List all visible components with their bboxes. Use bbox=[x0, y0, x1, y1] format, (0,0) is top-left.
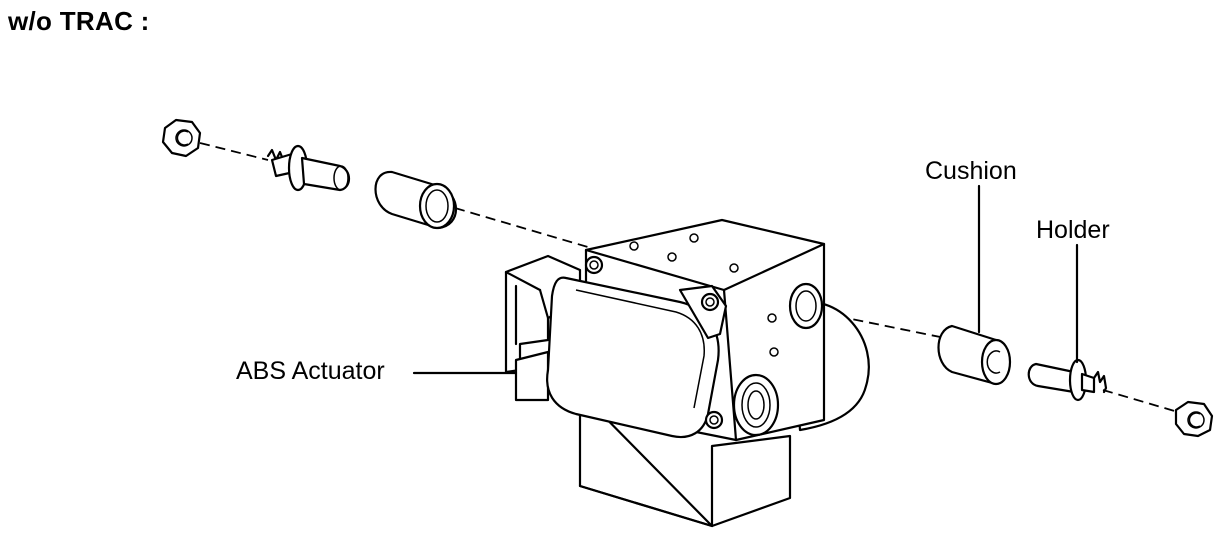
abs-actuator-label: ABS Actuator bbox=[236, 357, 385, 385]
diagram-title: w/o TRAC : bbox=[8, 6, 150, 36]
right-nut bbox=[1174, 400, 1214, 438]
abs-actuator-body bbox=[504, 218, 870, 528]
left-holder bbox=[266, 144, 351, 192]
holder-label: Holder bbox=[1036, 216, 1110, 244]
left-nut bbox=[161, 118, 202, 158]
right-cushion bbox=[937, 324, 1012, 386]
left-cushion bbox=[374, 170, 458, 230]
cushion-label: Cushion bbox=[925, 157, 1017, 185]
leader-lines bbox=[412, 184, 1079, 375]
right-holder bbox=[1027, 358, 1108, 402]
